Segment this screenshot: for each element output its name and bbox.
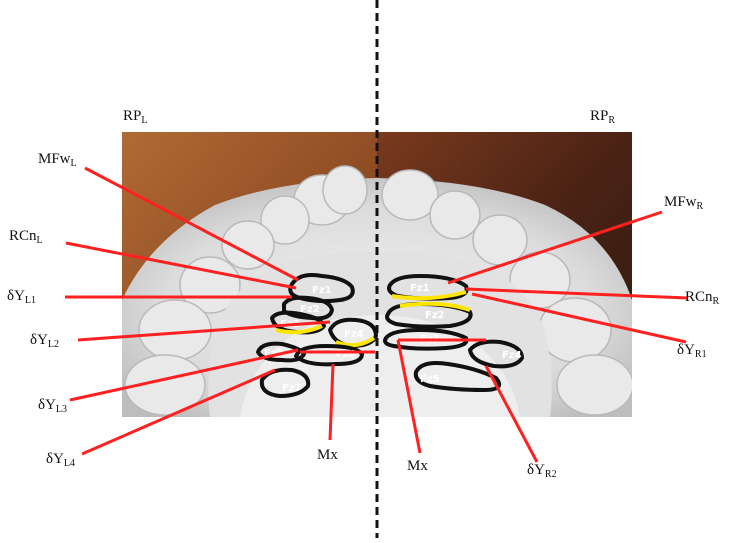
label-dy-l1: δYL1 — [7, 289, 36, 304]
tag-fz2-left: Fz2 — [300, 304, 320, 315]
side-label-right: RPR — [590, 109, 615, 124]
label-mfw-l: MFwL — [38, 152, 77, 167]
side-label-left: RPL — [123, 109, 147, 124]
label-dy-r1: δYR1 — [677, 343, 707, 358]
tag-fz1-right: Fz1 — [410, 283, 430, 294]
tag-fz4-left: Fz4 — [344, 329, 364, 340]
label-mfw-r: MFwR — [664, 195, 703, 210]
tag-fz4-right: Fz4 — [502, 350, 522, 361]
label-dy-l3: δYL3 — [38, 398, 67, 413]
label-rcn-r: RCnR — [685, 290, 719, 305]
tag-fz2-right: Fz2 — [425, 310, 445, 321]
label-dy-l2: δYL2 — [30, 333, 59, 348]
label-mx-r: Mx — [407, 459, 428, 474]
label-dy-r2: δYR2 — [527, 463, 557, 478]
tag-fz5-right: Fz5 — [420, 374, 440, 385]
label-dy-l4: δYL4 — [46, 452, 75, 467]
tag-fz7-left: Fz7 — [282, 383, 302, 394]
tag-fz1-left: Fz1 — [312, 285, 332, 296]
label-rcn-l: RCnL — [9, 229, 43, 244]
label-mx-l: Mx — [317, 448, 338, 463]
